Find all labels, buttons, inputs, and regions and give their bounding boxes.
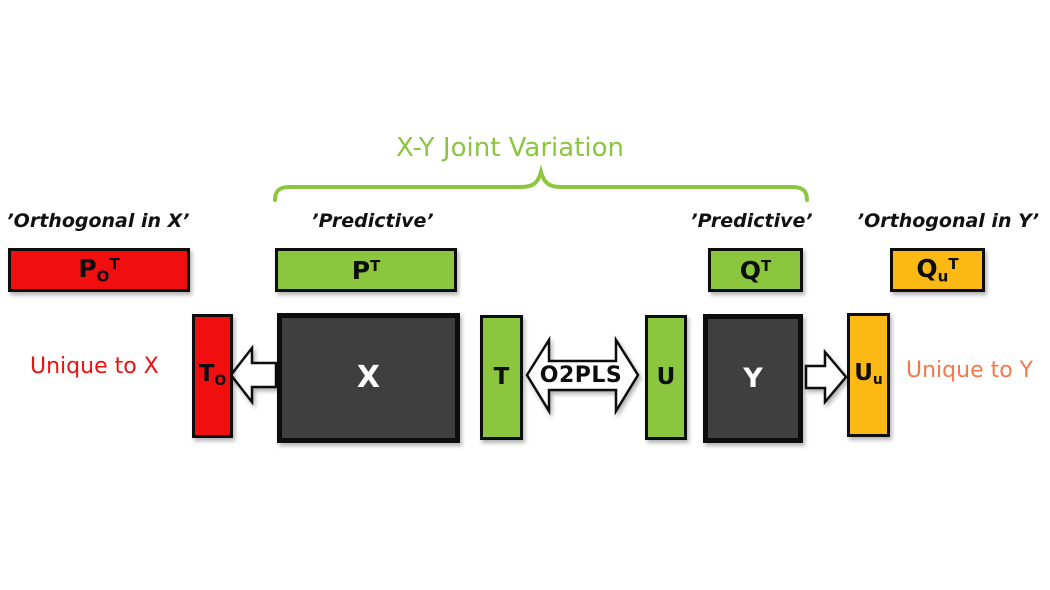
matrix-p-t-box: PT xyxy=(275,248,457,292)
arrow-y-to-uu-icon xyxy=(804,348,848,406)
matrix-qu-sub: u xyxy=(937,267,949,286)
matrix-po-base: P xyxy=(78,253,97,283)
data-matrix-x-label: X xyxy=(356,360,381,395)
matrix-q-t-box: QT xyxy=(708,248,803,292)
scores-uu-base: U xyxy=(854,360,873,387)
label-orthogonal-in-x: ’Orthogonal in X’ xyxy=(6,210,190,232)
matrix-p-sup: T xyxy=(370,256,381,275)
scores-to-sub: O xyxy=(214,373,227,390)
arrow-x-to-to-icon xyxy=(229,344,278,406)
data-matrix-y-box: Y xyxy=(703,314,803,443)
matrix-po-t-box: POT xyxy=(8,248,190,292)
label-orthogonal-in-y: ’Orthogonal in Y’ xyxy=(856,210,1040,232)
label-unique-to-x: Unique to X xyxy=(30,354,159,379)
scores-to-base: T xyxy=(198,361,215,388)
scores-u-label: U xyxy=(656,364,676,390)
matrix-qu-base: Q xyxy=(916,253,938,283)
matrix-q-base: Q xyxy=(739,255,762,285)
matrix-qu-t-box: QuT xyxy=(890,248,985,292)
scores-to-box: TO xyxy=(192,314,233,438)
scores-t-label: T xyxy=(493,364,510,390)
joint-variation-brace-icon xyxy=(273,164,809,202)
scores-t-box: T xyxy=(480,315,523,440)
label-predictive-left: ’Predictive’ xyxy=(311,210,434,232)
matrix-po-sub: O xyxy=(96,267,110,286)
scores-u-box: U xyxy=(645,315,687,440)
data-matrix-y-label: Y xyxy=(743,363,763,394)
label-unique-to-y: Unique to Y xyxy=(906,358,1034,383)
matrix-po-sup: T xyxy=(109,254,120,273)
matrix-p-base: P xyxy=(351,255,371,285)
data-matrix-x-box: X xyxy=(277,313,460,443)
label-predictive-right: ’Predictive’ xyxy=(690,210,813,232)
scores-uu-box: Uu xyxy=(847,313,890,437)
o2pls-arrow-label: O2PLS xyxy=(539,363,623,388)
matrix-q-sup: T xyxy=(761,256,772,275)
scores-uu-sub: u xyxy=(872,372,883,389)
matrix-qu-sup: T xyxy=(948,254,959,273)
diagram-title: X-Y Joint Variation xyxy=(395,133,625,163)
